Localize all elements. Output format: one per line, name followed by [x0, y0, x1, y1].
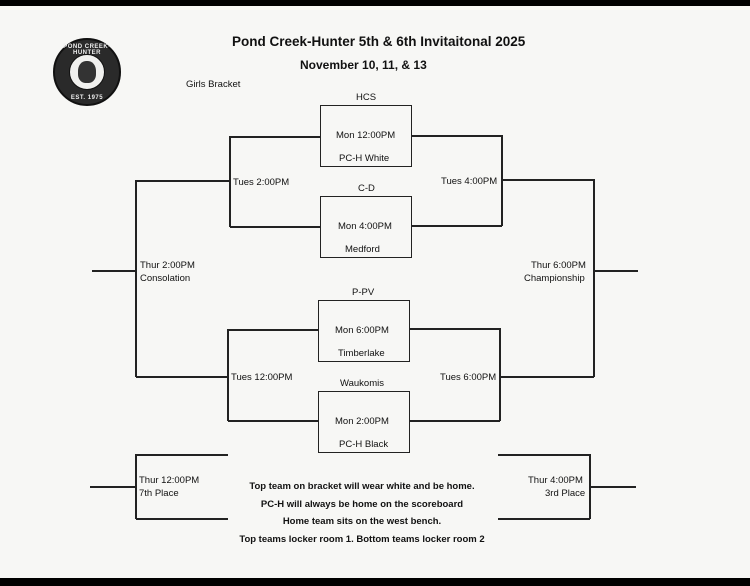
championship-label: Championship [524, 273, 585, 284]
game-time: Mon 2:00PM [335, 416, 389, 427]
note-line: Top team on bracket will wear white and … [249, 481, 475, 492]
third-label: 3rd Place [545, 488, 586, 499]
bracket-line [500, 376, 594, 378]
round-time: Tues 12:00PM [231, 372, 293, 383]
round-time: Tues 6:00PM [440, 372, 497, 383]
bracket-line [499, 328, 501, 421]
page-title: Pond Creek-Hunter 5th & 6th Invitaitonal… [232, 34, 526, 49]
bracket-line [498, 454, 590, 456]
note-line: Home team sits on the west bench. [282, 516, 442, 527]
round-time: Tues 2:00PM [233, 177, 290, 188]
consolation-time: Thur 2:00PM [140, 260, 195, 271]
third-time: Thur 4:00PM [528, 475, 583, 486]
bracket-line [594, 270, 638, 272]
team-label: C-D [358, 183, 375, 194]
rules-notes: Top team on bracket will wear white and … [222, 478, 502, 548]
bracket-line [228, 420, 318, 422]
bracket-line [227, 329, 229, 421]
logo-emblem [69, 54, 105, 90]
note-line: PC-H will always be home on the scoreboa… [260, 498, 464, 510]
game-box-2 [320, 196, 412, 258]
bracket-line [135, 180, 137, 377]
bracket-label: Girls Bracket [186, 79, 241, 90]
bracket-line [90, 486, 136, 488]
bracket-line [593, 179, 595, 377]
game-time: Mon 4:00PM [338, 221, 392, 232]
bracket-line [412, 135, 502, 137]
bracket-line [410, 420, 500, 422]
bracket-line [590, 486, 636, 488]
game-box-4 [318, 391, 410, 453]
bracket-line [412, 225, 502, 227]
event-dates: November 10, 11, & 13 [300, 58, 427, 72]
bracket-line [410, 328, 500, 330]
school-logo: POND CREEK-HUNTER EST. 1975 [53, 38, 121, 106]
note-line: Top teams locker room 1. Bottom teams lo… [239, 533, 485, 545]
game-time: Mon 12:00PM [336, 130, 396, 141]
bracket-line [136, 454, 228, 456]
bracket-line [502, 179, 594, 181]
team-label: Waukomis [340, 378, 384, 389]
logo-top-text: POND CREEK-HUNTER [63, 44, 111, 56]
team-label: Timberlake [338, 348, 385, 359]
bracket-line [136, 376, 228, 378]
logo-bottom-text: EST. 1975 [70, 95, 104, 101]
bracket-line [229, 136, 231, 227]
bracket-line [498, 518, 590, 520]
game-box-3 [318, 300, 410, 362]
team-label: PC-H Black [339, 439, 389, 450]
bracket-line [228, 329, 318, 331]
seventh-time: Thur 12:00PM [139, 475, 200, 486]
bracket-line [136, 518, 228, 520]
round-time: Tues 4:00PM [441, 176, 498, 187]
bracket-line [230, 226, 320, 228]
team-label: P-PV [352, 287, 375, 298]
mascot-icon [78, 61, 96, 83]
championship-time: Thur 6:00PM [531, 260, 586, 271]
consolation-label: Consolation [140, 273, 191, 284]
bracket-sheet: POND CREEK-HUNTER EST. 1975 Pond Creek-H… [0, 6, 750, 578]
bracket-line [589, 454, 591, 519]
bracket-line [230, 136, 320, 138]
bracket-line [92, 270, 136, 272]
game-box-1 [320, 105, 412, 167]
team-label: HCS [356, 92, 377, 103]
game-time: Mon 6:00PM [335, 325, 389, 336]
bracket-line [501, 135, 503, 226]
team-label: PC-H White [339, 153, 390, 164]
seventh-label: 7th Place [139, 488, 179, 499]
bracket-line [136, 180, 230, 182]
team-label: Medford [345, 244, 380, 255]
